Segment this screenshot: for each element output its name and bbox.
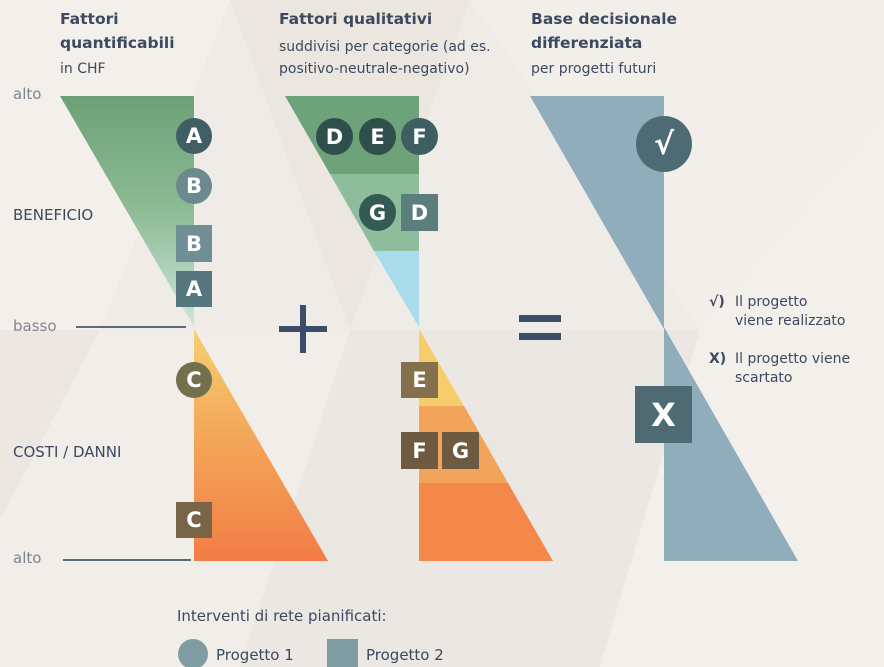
project2-marker-c: C bbox=[176, 502, 212, 538]
qual-subtitle-line2: positivo-neutrale-negativo) bbox=[279, 61, 470, 77]
cross-legend-line2: scartato bbox=[735, 370, 793, 386]
project2-marker-b: B bbox=[176, 225, 212, 262]
plus-operator bbox=[279, 305, 327, 353]
project1-marker-e: E bbox=[359, 118, 396, 155]
quant-subtitle: in CHF bbox=[60, 61, 106, 77]
project1-marker-d: D bbox=[316, 118, 353, 155]
legend-project1-swatch bbox=[178, 639, 208, 667]
axis-bottom-label: alto bbox=[13, 549, 42, 567]
check-legend-symbol-text: √) bbox=[709, 294, 725, 310]
qual-title: Fattori qualitativi bbox=[279, 10, 433, 28]
quant-title-line1: Fattori bbox=[60, 10, 119, 28]
benefit-label: BENEFICIO bbox=[13, 206, 94, 224]
project2-marker-e: E bbox=[401, 362, 438, 398]
project1-marker-g: G bbox=[359, 194, 396, 231]
project1-marker-f: F bbox=[401, 118, 438, 155]
project2-marker-d: D bbox=[401, 194, 438, 231]
qual-band-light-blue bbox=[374, 251, 419, 327]
cross-legend-line1: Il progetto viene bbox=[735, 351, 851, 367]
project1-marker-a: A bbox=[176, 118, 212, 154]
project2-marker-a: A bbox=[176, 271, 212, 307]
qual-band-orange bbox=[419, 483, 553, 561]
check-marker: √ bbox=[636, 116, 692, 172]
check-legend-line2: viene realizzato bbox=[735, 313, 846, 329]
base-title-line2: differenziata bbox=[531, 34, 643, 52]
base-subtitle: per progetti futuri bbox=[531, 61, 657, 77]
quant-benefit-triangle bbox=[60, 96, 194, 327]
project2-marker-g: G bbox=[442, 432, 479, 469]
project1-marker-c: C bbox=[176, 362, 212, 398]
cross-legend-symbol-text: X) bbox=[709, 351, 727, 367]
project2-marker-f: F bbox=[401, 432, 438, 469]
quant-cost-triangle bbox=[194, 329, 328, 561]
legend-project2-swatch bbox=[327, 639, 358, 667]
check-legend-line1: Il progetto bbox=[735, 294, 808, 310]
axis-middle-label: basso bbox=[13, 317, 57, 335]
cross-marker: X bbox=[635, 386, 692, 443]
equals-operator bbox=[519, 315, 561, 340]
legend-title: Interventi di rete pianificati: bbox=[177, 607, 387, 625]
project1-marker-b: B bbox=[176, 168, 212, 204]
cost-label: COSTI / DANNI bbox=[13, 443, 122, 461]
legend-project2-label: Progetto 2 bbox=[366, 646, 444, 664]
quant-title-line2: quantificabili bbox=[60, 34, 175, 52]
check-legend-symbol: √) bbox=[709, 293, 725, 311]
axis-top-label: alto bbox=[13, 85, 42, 103]
legend-project1-label: Progetto 1 bbox=[216, 646, 294, 664]
base-title-line1: Base decisionale bbox=[531, 10, 678, 28]
qual-subtitle-line1: suddivisi per categorie (ad es. bbox=[279, 39, 491, 55]
cross-legend-symbol: X) bbox=[709, 350, 726, 368]
decision-shape bbox=[530, 96, 798, 561]
